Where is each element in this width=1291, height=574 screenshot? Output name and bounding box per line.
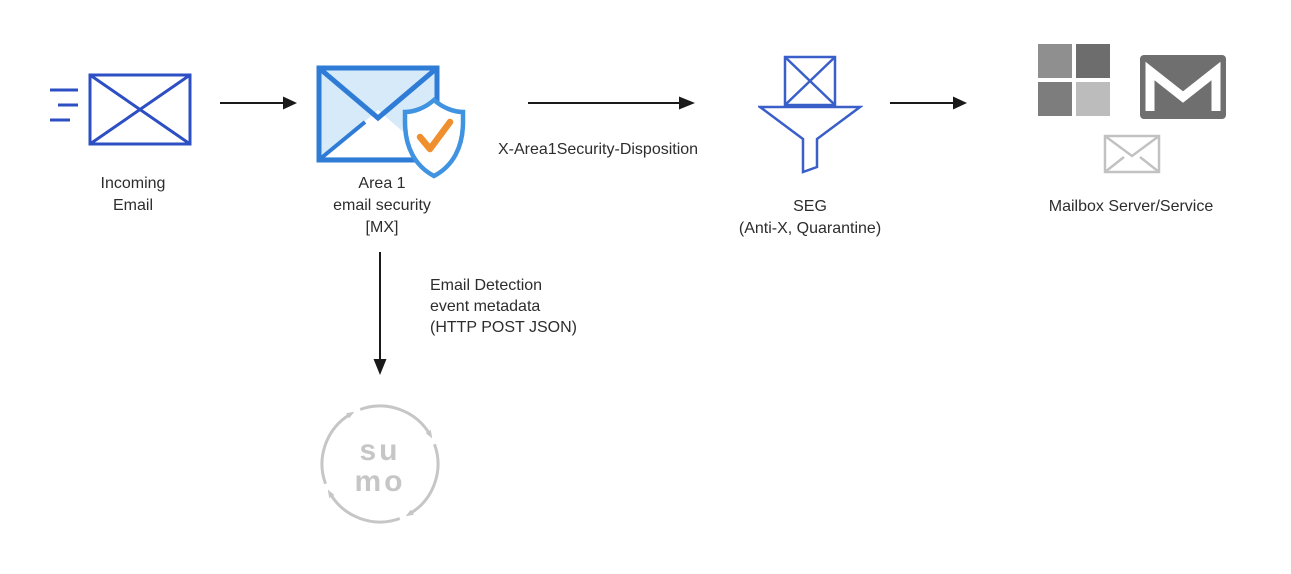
seg-funnel-icon [758, 55, 863, 174]
area1-label-line3: [MX] [365, 219, 399, 236]
circular-arrow-icon [359, 404, 433, 439]
circular-arrow-icon [405, 443, 440, 517]
funnel-icon [758, 105, 863, 174]
seg-label: SEG (Anti-X, Quarantine) [720, 196, 900, 240]
disposition-edge-label: X-Area1Security-Disposition [498, 141, 699, 158]
incoming-email-label-line2: Email [112, 197, 153, 214]
seg-label-line1: SEG [793, 198, 827, 215]
check-icon [416, 118, 454, 153]
flow-arrow-incoming-to-area1 [220, 96, 297, 110]
metadata-edge-label-line2: event metadata [430, 298, 541, 315]
metadata-edge-label: Email Detection event metadata (HTTP POS… [430, 275, 577, 338]
metadata-edge-label-line1: Email Detection [430, 277, 543, 294]
flow-arrow-area1-to-sumo [373, 252, 387, 375]
area1-label-line1: Area 1 [358, 175, 406, 192]
area1-email-security-icon [316, 65, 466, 179]
seg-label-line2: (Anti-X, Quarantine) [738, 220, 882, 237]
flow-arrow-seg-to-mailbox [890, 96, 967, 110]
shield-icon [402, 96, 466, 179]
gmail-icon [1140, 55, 1226, 119]
metadata-edge-label-line3: (HTTP POST JSON) [430, 319, 577, 336]
area1-label-line2: email security [333, 197, 431, 214]
incoming-email-icon [50, 73, 192, 146]
envelope-icon [1103, 134, 1161, 174]
sumo-wordmark-line1: su [359, 434, 400, 467]
incoming-email-label: Incoming Email [58, 173, 208, 217]
incoming-email-label-line1: Incoming [100, 175, 166, 192]
flow-arrow-area1-to-seg [528, 96, 695, 110]
microsoft-icon [1038, 44, 1110, 116]
circular-arrow-icon [320, 411, 355, 485]
sumo-logic-icon: su mo [320, 404, 440, 524]
area1-label: Area 1 email security [MX] [307, 173, 457, 239]
mailbox-label: Mailbox Server/Service [1048, 198, 1214, 215]
sumo-wordmark-line2: mo [355, 465, 406, 498]
circular-arrow-icon [327, 489, 401, 524]
